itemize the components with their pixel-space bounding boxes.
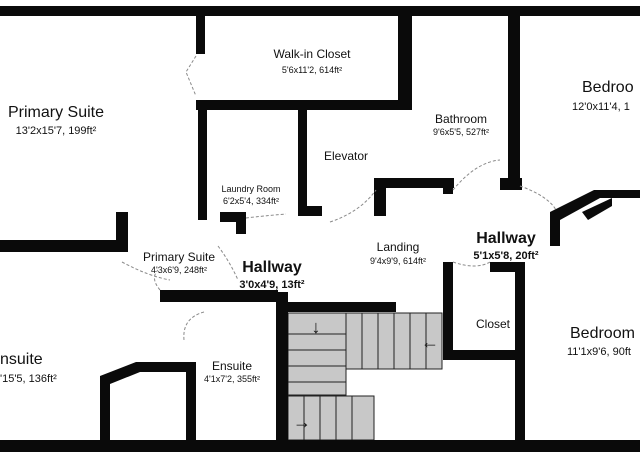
svg-text:6'2x5'4, 334ft²: 6'2x5'4, 334ft² xyxy=(223,196,279,206)
doors xyxy=(121,55,557,341)
room-landing: Landing 9'4x9'9, 614ft² xyxy=(370,240,426,266)
svg-text:9'6x5'5, 527ft²: 9'6x5'5, 527ft² xyxy=(433,127,489,137)
room-ensuite-left: nsuite '15'5, 136ft² xyxy=(0,351,57,385)
room-bathroom: Bathroom 9'6x5'5, 527ft² xyxy=(433,112,489,137)
room-hallway-center: Hallway 3'0x4'9, 13ft² xyxy=(239,259,304,291)
svg-text:Laundry Room: Laundry Room xyxy=(221,184,280,194)
svg-text:5'6x11'2, 614ft²: 5'6x11'2, 614ft² xyxy=(282,65,342,75)
room-bedroom-top: Bedroo 12'0x11'4, 1 xyxy=(572,79,634,113)
svg-text:Walk-in Closet: Walk-in Closet xyxy=(274,47,352,61)
svg-text:11'1x9'6, 90ft: 11'1x9'6, 90ft xyxy=(567,346,631,358)
svg-text:Primary Suite: Primary Suite xyxy=(8,104,104,121)
svg-text:12'0x11'4, 1: 12'0x11'4, 1 xyxy=(572,101,630,113)
room-elevator: Elevator xyxy=(324,149,368,163)
svg-text:Bedroom: Bedroom xyxy=(570,325,635,342)
svg-text:Primary Suite: Primary Suite xyxy=(143,250,215,264)
svg-text:5'1x5'8, 20ft²: 5'1x5'8, 20ft² xyxy=(473,250,538,262)
svg-text:Ensuite: Ensuite xyxy=(212,359,252,373)
svg-text:Hallway: Hallway xyxy=(476,230,536,247)
svg-text:Landing: Landing xyxy=(377,240,420,254)
staircase: ↓ ← → xyxy=(287,312,443,441)
svg-text:Elevator: Elevator xyxy=(324,149,368,163)
svg-text:13'2x15'7, 199ft²: 13'2x15'7, 199ft² xyxy=(16,125,97,137)
svg-text:3'0x4'9, 13ft²: 3'0x4'9, 13ft² xyxy=(239,279,304,291)
room-primary-suite-main: Primary Suite 13'2x15'7, 199ft² xyxy=(8,104,104,137)
svg-text:'15'5, 136ft²: '15'5, 136ft² xyxy=(0,373,57,385)
svg-text:4'3x6'9, 248ft²: 4'3x6'9, 248ft² xyxy=(151,265,207,275)
stair-arrow-right: → xyxy=(293,412,311,432)
svg-text:4'1x7'2, 355ft²: 4'1x7'2, 355ft² xyxy=(204,374,260,384)
svg-text:nsuite: nsuite xyxy=(0,351,43,368)
room-walk-in-closet: Walk-in Closet 5'6x11'2, 614ft² xyxy=(274,47,352,75)
svg-text:9'4x9'9, 614ft²: 9'4x9'9, 614ft² xyxy=(370,256,426,266)
room-closet: Closet xyxy=(476,317,511,331)
svg-text:Closet: Closet xyxy=(476,317,511,331)
room-bedroom-bottom: Bedroom 11'1x9'6, 90ft xyxy=(567,325,635,358)
svg-text:Bathroom: Bathroom xyxy=(435,112,487,126)
stair-flight-lower-left xyxy=(287,312,347,396)
stair-arrow-down: ↓ xyxy=(312,317,321,337)
room-hallway-right: Hallway 5'1x5'8, 20ft² xyxy=(473,230,538,262)
room-primary-suite-small: Primary Suite 4'3x6'9, 248ft² xyxy=(143,250,215,275)
walls xyxy=(0,6,640,452)
room-ensuite-small: Ensuite 4'1x7'2, 355ft² xyxy=(204,359,260,384)
room-laundry: Laundry Room 6'2x5'4, 334ft² xyxy=(221,184,280,206)
svg-text:Bedroo: Bedroo xyxy=(582,79,634,96)
svg-text:Hallway: Hallway xyxy=(242,259,302,276)
stair-arrow-left: ← xyxy=(421,332,439,352)
